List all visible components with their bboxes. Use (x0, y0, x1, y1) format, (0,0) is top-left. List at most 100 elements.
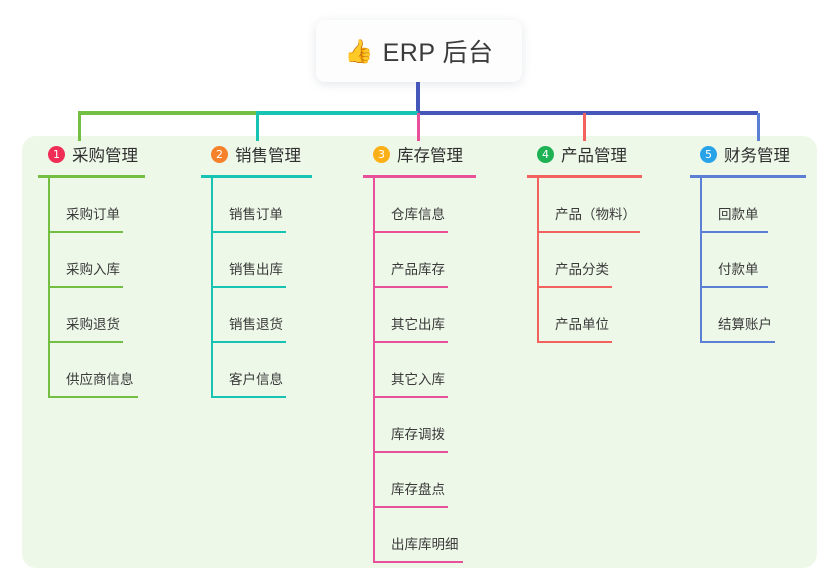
branch-item[interactable]: 销售出库 (201, 233, 312, 288)
branch-item-rule (700, 341, 775, 343)
branch-item-label: 仓库信息 (391, 207, 445, 222)
branch-item-rule (48, 286, 123, 288)
branch-item-rule (373, 341, 448, 343)
branch-items: 销售订单销售出库销售退货客户信息 (201, 178, 312, 398)
branch-item[interactable]: 销售退货 (201, 288, 312, 343)
branch-item-label: 采购入库 (66, 262, 120, 277)
branch-item-label: 销售出库 (229, 262, 283, 277)
branch-item-rule (211, 341, 286, 343)
branch-items: 采购订单采购入库采购退货供应商信息 (38, 178, 145, 398)
branch-item-label: 产品分类 (555, 262, 609, 277)
branch-header-sales-management[interactable]: 2 销售管理 (201, 141, 312, 167)
branch-item-label: 其它入库 (391, 372, 445, 387)
branch-item-rule (48, 231, 123, 233)
branch-item-label: 产品单位 (555, 317, 609, 332)
branch-item[interactable]: 结算账户 (690, 288, 806, 343)
branch-item[interactable]: 供应商信息 (38, 343, 145, 398)
branch-index-badge: 4 (537, 145, 554, 163)
segment-right (418, 111, 758, 115)
segment-purchase (78, 111, 256, 115)
branch-item[interactable]: 其它入库 (363, 343, 476, 398)
branch-title: 销售管理 (235, 147, 301, 165)
branch-header-rule (527, 175, 642, 178)
branch-item-rule (373, 231, 448, 233)
branch-index-badge: 3 (373, 145, 390, 163)
branch-item-rule (373, 286, 448, 288)
branch-item-label: 出库库明细 (391, 537, 459, 552)
branch-item-label: 采购退货 (66, 317, 120, 332)
branch-item-rule (211, 286, 286, 288)
branch-item-label: 付款单 (718, 262, 759, 277)
branch-item[interactable]: 出库库明细 (363, 508, 476, 563)
branch-spine (48, 178, 50, 398)
branch-item[interactable]: 产品（物料） (527, 178, 642, 233)
drop-sales (256, 113, 259, 141)
branch-item-label: 回款单 (718, 207, 759, 222)
branch-header-rule (38, 175, 145, 178)
branch-item[interactable]: 采购入库 (38, 233, 145, 288)
branch-item[interactable]: 销售订单 (201, 178, 312, 233)
branch-item-label: 销售退货 (229, 317, 283, 332)
branch-item[interactable]: 其它出库 (363, 288, 476, 343)
branch-item-rule (373, 396, 448, 398)
branch-item[interactable]: 采购退货 (38, 288, 145, 343)
branch-product-management: 4 产品管理产品（物料） 产品分类产品单位 (527, 141, 642, 343)
branch-item[interactable]: 客户信息 (201, 343, 312, 398)
branch-item[interactable]: 产品库存 (363, 233, 476, 288)
branch-items: 仓库信息产品库存其它出库其它入库库存调拨库存盘点出库库明细 (363, 178, 476, 563)
branch-spine (700, 178, 702, 343)
branch-header-rule (363, 175, 476, 178)
drop-purchase (78, 113, 81, 141)
branch-index-badge: 1 (48, 145, 65, 163)
branch-spine (373, 178, 375, 563)
branch-title: 库存管理 (397, 147, 463, 165)
root-node-card[interactable]: 👍 ERP 后台 (316, 20, 522, 82)
branch-item[interactable]: 采购订单 (38, 178, 145, 233)
branch-item[interactable]: 回款单 (690, 178, 806, 233)
drop-product (583, 113, 586, 141)
branch-item[interactable]: 库存调拨 (363, 398, 476, 453)
branch-item-label: 库存调拨 (391, 427, 445, 442)
root-node-title: 👍 ERP 后台 (344, 33, 493, 69)
branch-inventory-management: 3 库存管理仓库信息产品库存其它出库其它入库库存调拨库存盘点出库库明细 (363, 141, 476, 563)
branch-header-inventory-management[interactable]: 3 库存管理 (363, 141, 476, 167)
branch-item[interactable]: 仓库信息 (363, 178, 476, 233)
branch-item[interactable]: 付款单 (690, 233, 806, 288)
branch-item-rule (211, 231, 286, 233)
branch-item-label: 采购订单 (66, 207, 120, 222)
branch-item-label: 销售订单 (229, 207, 283, 222)
branch-title: 采购管理 (72, 147, 138, 165)
branch-item[interactable]: 库存盘点 (363, 453, 476, 508)
branch-purchase-management: 1 采购管理采购订单采购入库采购退货供应商信息 (38, 141, 145, 398)
branch-header-product-management[interactable]: 4 产品管理 (527, 141, 642, 167)
branch-item[interactable]: 产品单位 (527, 288, 642, 343)
drop-finance (757, 113, 760, 141)
branch-index-badge: 5 (700, 145, 717, 163)
branch-item-rule (48, 396, 138, 398)
branch-item-label: 结算账户 (718, 317, 772, 332)
segment-sales (256, 111, 418, 115)
branch-item-rule (373, 451, 448, 453)
branch-item-label: 其它出库 (391, 317, 445, 332)
connector-trunk (416, 82, 420, 113)
branch-header-purchase-management[interactable]: 1 采购管理 (38, 141, 145, 167)
branch-item-label: 产品（物料） (555, 207, 636, 222)
branch-spine (537, 178, 539, 343)
branch-spine (211, 178, 213, 398)
branch-item-rule (700, 231, 768, 233)
branch-index-badge: 2 (211, 145, 228, 163)
branch-item[interactable]: 产品分类 (527, 233, 642, 288)
root-node-label: ERP 后台 (382, 39, 494, 67)
branch-sales-management: 2 销售管理销售订单销售出库销售退货客户信息 (201, 141, 312, 398)
branch-item-rule (211, 396, 286, 398)
branch-item-label: 产品库存 (391, 262, 445, 277)
branch-item-rule (537, 286, 612, 288)
branch-title: 产品管理 (561, 147, 627, 165)
branch-header-rule (201, 175, 312, 178)
branch-item-rule (373, 561, 463, 563)
branch-items: 回款单付款单结算账户 (690, 178, 806, 343)
branch-item-label: 供应商信息 (66, 372, 134, 387)
branch-item-label: 库存盘点 (391, 482, 445, 497)
